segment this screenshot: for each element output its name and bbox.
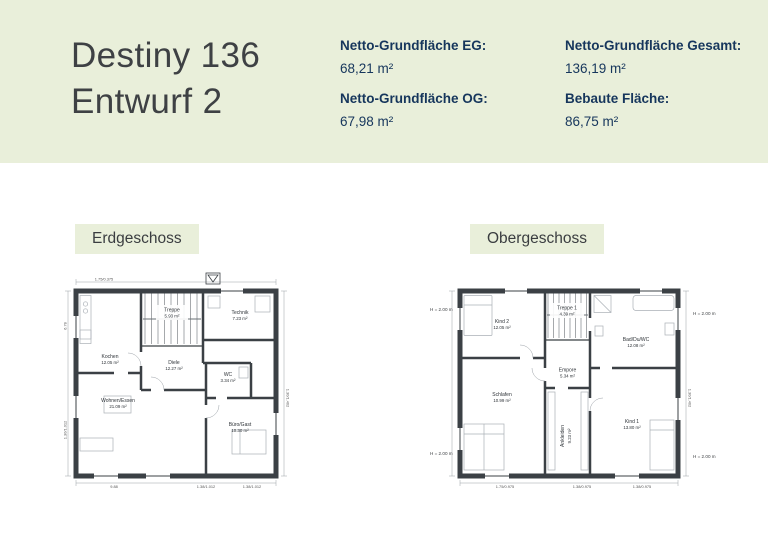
eg-dim-right-mid: 1.30/1.402	[286, 389, 291, 407]
og-walls	[457, 288, 681, 479]
og-height-label-bottom-left: H = 2.00 m	[430, 451, 453, 456]
eg-room-diele: Diele	[168, 360, 180, 366]
eg-room-buero-gast-area: 10.30 m²	[231, 428, 249, 433]
og-room-bad-du-wc-area: 12.08 m²	[627, 343, 645, 348]
og-room-bad-du-wc: Bad/Du/WC	[623, 337, 650, 343]
section-label-obergeschoss: Obergeschoss	[470, 224, 604, 254]
stat-label-gesamt: Netto-Grundfläche Gesamt:	[565, 38, 742, 53]
eg-dim-top-left: 1.75/0.375	[95, 277, 113, 282]
floorplan-obergeschoss: 1.75/0.975 1.38/0.975 1.38/0.975 1.30/1.…	[430, 287, 716, 489]
eg-windows	[72, 287, 280, 480]
eg-room-wohnen-essen-area: 21.09 m²	[109, 404, 127, 409]
og-dimension-lines	[449, 290, 689, 486]
eg-furniture	[79, 295, 271, 455]
og-room-kind2: Kind 2	[495, 319, 509, 325]
og-room-kind1-area: 13.80 m²	[623, 425, 641, 430]
page-title: Destiny 136 Entwurf 2	[71, 33, 260, 125]
eg-room-treppe-area: 5.93 m²	[165, 314, 180, 319]
og-height-label-top-right: H = 2.00 m	[693, 311, 716, 316]
og-room-schlafen: Schlafen	[492, 392, 512, 398]
eg-room-buero-gast: Büro/Gast	[229, 422, 252, 428]
stats-column-2: Netto-Grundfläche Gesamt: 136,19 m² Beba…	[565, 38, 741, 144]
og-dim-right-mid: 1.30/1.402	[688, 389, 693, 407]
eg-dim-bottom-right: 1.38/1.012	[243, 484, 261, 489]
og-door-openings	[520, 318, 612, 411]
eg-room-technik-area: 7.23 m²	[233, 316, 248, 321]
eg-dim-left-bottom: 1.30/1.012	[63, 421, 68, 439]
og-dim-bottom-right: 1.38/0.975	[633, 484, 651, 489]
og-room-treppe1-area: 4.39 m²	[560, 312, 575, 317]
header-band	[0, 0, 768, 163]
eg-dimension-lines	[65, 279, 287, 486]
page-title-line1: Destiny 136	[71, 36, 261, 75]
eg-room-wc-area: 3.34 m²	[221, 378, 236, 383]
eg-room-wc: WC	[224, 372, 233, 378]
eg-room-kochen: Kochen	[102, 354, 119, 360]
eg-dim-bottom-left: 9.88	[110, 484, 118, 489]
eg-dim-bottom-mid: 1.38/1.012	[197, 484, 215, 489]
og-door-arcs	[519, 344, 604, 412]
og-room-empore-area: 5.34 m²	[560, 374, 575, 379]
og-dim-bottom-mid: 1.38/0.975	[573, 484, 591, 489]
og-room-kind1: Kind 1	[625, 419, 639, 425]
eg-dim-left-top: 6.78	[63, 322, 68, 330]
eg-vent-icon	[205, 272, 221, 285]
og-treppe-label-backing	[550, 303, 584, 318]
stat-label-eg: Netto-Grundfläche EG:	[340, 38, 487, 53]
page-title-line2: Entwurf 2	[71, 82, 223, 121]
og-empore-label-backing	[553, 365, 582, 380]
stat-value-gesamt: 136,19 m²	[565, 61, 626, 76]
eg-room-wohnen-essen: Wohnen/Essen	[101, 398, 135, 404]
stat-value-bebaute: 86,75 m²	[565, 114, 619, 129]
eg-room-treppe: Treppe	[164, 308, 180, 314]
og-room-ankleiden: Ankleiden	[560, 425, 566, 447]
og-room-treppe1: Treppe 1	[557, 306, 577, 312]
og-room-schlafen-area: 10.99 m²	[493, 398, 511, 403]
floorplan-erdgeschoss: 1.75/0.375 6.78 1.30/1.012 9.88 1.38/1.0…	[63, 272, 291, 489]
og-windows	[456, 287, 682, 480]
eg-walls	[73, 288, 279, 479]
eg-room-diele-area: 12.27 m²	[165, 366, 183, 371]
og-furniture	[463, 295, 675, 471]
stat-value-og: 67,98 m²	[340, 114, 394, 129]
stats-column-1: Netto-Grundfläche EG: 68,21 m² Netto-Gru…	[340, 38, 488, 144]
og-height-label-bottom-right: H = 2.00 m	[693, 454, 716, 459]
eg-treppe-label-backing	[156, 305, 188, 320]
og-room-ankleiden-area: 9.23 m²	[567, 428, 572, 443]
og-room-empore: Empore	[559, 368, 577, 374]
stat-label-bebaute: Bebaute Fläche:	[565, 91, 670, 106]
stat-label-og: Netto-Grundfläche OG:	[340, 91, 488, 106]
eg-room-kochen-area: 12.05 m²	[101, 360, 119, 365]
stat-value-eg: 68,21 m²	[340, 61, 394, 76]
eg-door-arcs	[127, 352, 220, 419]
eg-door-openings	[114, 352, 227, 418]
og-dim-bottom-left: 1.75/0.975	[496, 484, 514, 489]
og-room-kind2-area: 12.05 m²	[493, 325, 511, 330]
og-height-label-top-left: H = 2.00 m	[430, 307, 453, 312]
eg-room-technik: Technik	[232, 310, 249, 316]
section-label-erdgeschoss: Erdgeschoss	[75, 224, 199, 254]
